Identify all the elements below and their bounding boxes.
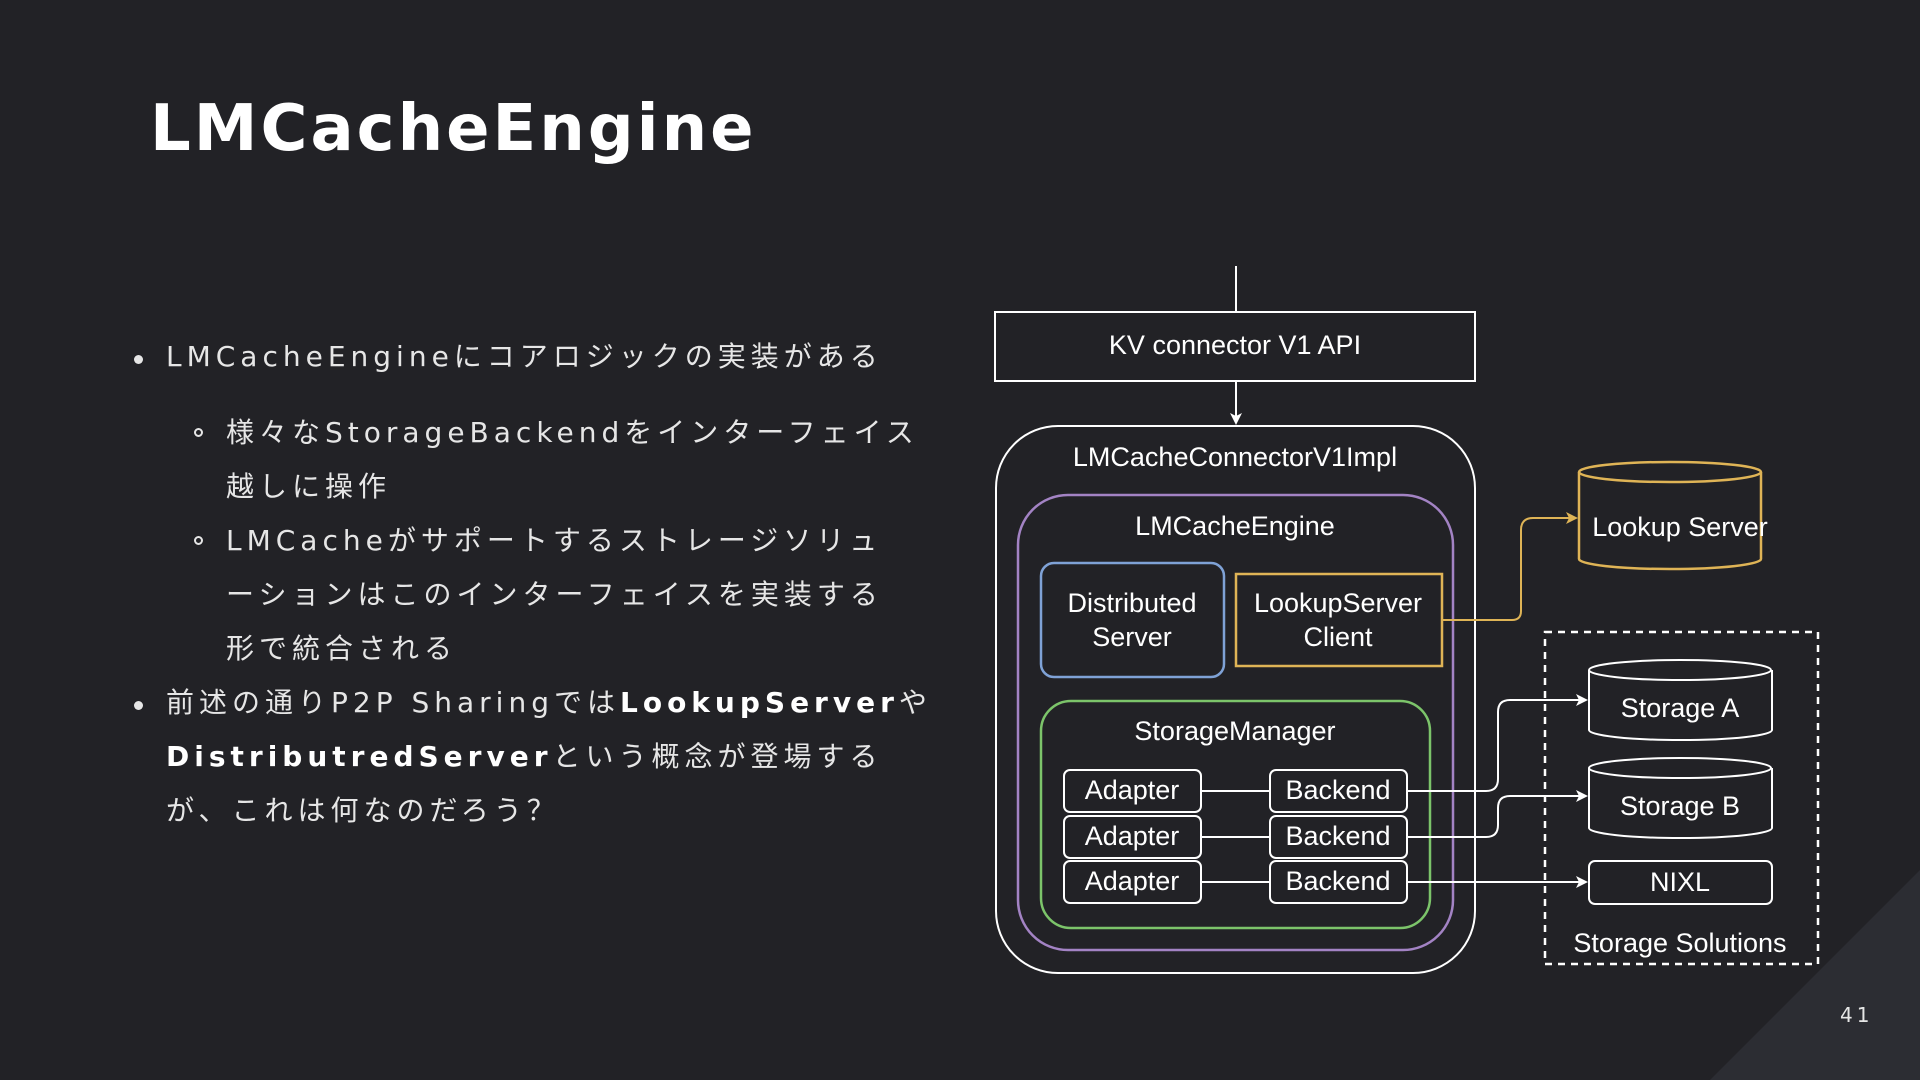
sub-bullet-ring-icon <box>194 536 203 545</box>
storage-manager-box <box>1039 699 1432 930</box>
bullet-text: が、これは何なのだろう？ <box>166 794 560 827</box>
bullet-text: 前述の通りP2P Sharingでは <box>166 686 620 719</box>
bullet-text: LMCacheEngineにコアロジックの実装がある <box>166 340 883 373</box>
sub-bullet-item: 様々なStorageBackendをインターフェイス 越しに操作 <box>194 406 934 514</box>
sub-bullet-text: LMCacheがサポートするストレージソリュ <box>226 524 883 557</box>
bullet-text: という概念が登場する <box>552 740 883 773</box>
storage-solutions-box <box>1543 630 1820 966</box>
storage-b-cylinder <box>1588 757 1773 840</box>
lookup-client-label: LookupServer <box>1254 588 1422 618</box>
storage-manager-label: StorageManager <box>1134 716 1335 746</box>
sub-bullet-text: 越しに操作 <box>226 470 392 503</box>
connector-impl-label: LMCacheConnectorV1Impl <box>1073 442 1397 472</box>
lookup-server-label: Lookup Server <box>1592 512 1768 542</box>
bullet-dot-icon <box>134 355 143 364</box>
sub-bullet-text: ーションはこのインターフェイスを実装する <box>226 578 883 611</box>
backend-to-storage-b-arrow <box>1407 790 1588 838</box>
lookup-client-label: Client <box>1303 622 1373 652</box>
connector-impl-box <box>995 425 1476 974</box>
bullet-list: LMCacheEngineにコアロジックの実装がある 様々なStorageBac… <box>134 330 934 838</box>
sub-bullet-item: LMCacheがサポートするストレージソリュ ーションはこのインターフェイスを実… <box>194 514 934 676</box>
kv-connector-box <box>994 311 1476 382</box>
adapter-label: Adapter <box>1085 866 1180 896</box>
bullet-item: 前述の通りP2P SharingではLookupServerや Distribu… <box>134 676 934 838</box>
bullet-text: や <box>898 686 932 719</box>
storage-b-label: Storage B <box>1620 791 1740 821</box>
backend-label: Backend <box>1285 775 1390 805</box>
adapter-label: Adapter <box>1085 821 1180 851</box>
sub-bullet-text: 形で統合される <box>226 632 458 665</box>
storage-a-cylinder <box>1588 659 1773 742</box>
nixl-box <box>1588 860 1773 905</box>
adapter-label: Adapter <box>1085 775 1180 805</box>
backend-label: Backend <box>1285 821 1390 851</box>
bullet-bold-term: LookupServer <box>619 686 899 719</box>
storage-solutions-label: Storage Solutions <box>1573 928 1786 958</box>
sub-bullet-ring-icon <box>194 428 203 437</box>
engine-label: LMCacheEngine <box>1135 511 1335 541</box>
distributed-server-label: Distributed <box>1067 588 1196 618</box>
nixl-label: NIXL <box>1650 867 1710 897</box>
bullet-dot-icon <box>134 701 143 710</box>
backend-label: Backend <box>1285 866 1390 896</box>
storage-a-label: Storage A <box>1621 693 1740 723</box>
slide-title: LMCacheEngine <box>150 92 757 166</box>
bullet-bold-term: DistributredServer <box>166 740 553 773</box>
distributed-server-box <box>1039 561 1226 679</box>
page-number: 41 <box>1840 1003 1874 1027</box>
lookup-connection-arrow <box>1442 512 1578 621</box>
backend-to-storage-a-arrow <box>1407 694 1588 792</box>
sub-bullet-text: 様々なStorageBackendをインターフェイス <box>226 416 919 449</box>
lookup-server-cylinder <box>1577 460 1763 571</box>
bullet-item: LMCacheEngineにコアロジックの実装がある <box>134 330 934 384</box>
distributed-server-label: Server <box>1092 622 1172 652</box>
kv-connector-label: KV connector V1 API <box>1109 330 1361 360</box>
engine-box <box>1016 493 1455 952</box>
